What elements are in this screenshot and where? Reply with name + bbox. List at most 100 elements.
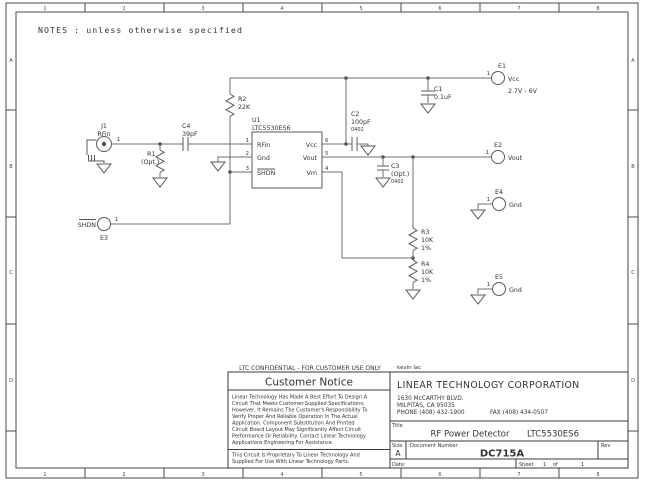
ground-symbol <box>420 103 436 114</box>
ref-designator: J1 <box>100 123 107 130</box>
zone-row-label: D <box>9 378 13 384</box>
size-label: Size <box>392 443 402 449</box>
pin-number: 1 <box>487 197 490 203</box>
ic-u1: U1 LTC5530ES6 RFin Gnd SHDN Vcc Vout Vm … <box>246 117 329 189</box>
net-label: RFin <box>97 131 110 138</box>
pin-number: 1 <box>115 217 118 223</box>
notice-line: This Circuit Is Proprietary To Linear Te… <box>231 453 360 459</box>
pin-label-vout: Vout <box>303 155 318 162</box>
customer-notice-heading: Customer Notice <box>265 377 353 389</box>
zone-col-label: 2 <box>122 472 125 478</box>
zone-col-label: 7 <box>517 6 520 12</box>
title-label: Title <box>391 423 403 429</box>
ground-symbol <box>470 209 486 220</box>
component-value: (Opt.) <box>141 159 159 166</box>
turret-e3: SHDN 1 E3 <box>78 217 118 242</box>
doc-number: DC715A <box>480 449 525 460</box>
zone-col-label: 8 <box>596 472 599 478</box>
rev-label: Rev <box>601 443 610 449</box>
capacitor-c4: C4 39pF <box>182 123 198 151</box>
zone-row-label: A <box>631 58 635 64</box>
company-address2: MILPITAS, CA 95035 <box>397 403 455 409</box>
ref-designator: R3 <box>421 229 429 236</box>
pin-number: 1 <box>117 137 120 143</box>
zone-col-label: 7 <box>517 472 520 478</box>
date-label: Date: <box>392 462 406 468</box>
resistor-r3: R3 10K 1% <box>408 227 434 252</box>
resistor-symbol <box>408 259 418 283</box>
zone-row-label: D <box>631 378 635 384</box>
ref-designator: R4 <box>421 261 429 268</box>
zone-col-label: 4 <box>280 6 283 12</box>
pin-number: 1 <box>246 138 249 144</box>
net-label: Gnd <box>509 287 522 294</box>
ref-designator: C4 <box>182 123 190 130</box>
zone-col-label: 3 <box>201 6 204 12</box>
wire-e4-gnd <box>477 203 493 209</box>
wire-e5-gnd <box>477 288 493 294</box>
zone-col-label: 3 <box>201 472 204 478</box>
capacitor-symbol <box>182 137 189 151</box>
ground-symbol <box>96 163 112 174</box>
ground-symbol <box>405 289 421 300</box>
company-fax: FAX (408) 434-0507 <box>490 410 548 416</box>
zone-row-label: A <box>9 58 13 64</box>
notes-text: NOTES : unless otherwise specified <box>38 25 243 35</box>
notice-line: Verify Proper And Reliable Operation In … <box>232 414 358 420</box>
company-name: LINEAR TECHNOLOGY CORPORATION <box>397 380 580 391</box>
pin-number: 4 <box>325 166 329 172</box>
ground-symbol <box>152 177 168 188</box>
zone-col-label: 2 <box>122 6 125 12</box>
customer-notice-body: Linear Technology Has Made A Best Effort… <box>231 395 368 466</box>
zone-ticks-left <box>6 109 16 432</box>
component-package: 0402 <box>351 127 364 133</box>
ref-designator: C2 <box>351 111 359 118</box>
component-value: 39pF <box>182 131 198 138</box>
ref-designator: R1 <box>147 151 155 158</box>
connector-shield <box>86 139 105 163</box>
component-value: (Opt.) <box>391 171 409 178</box>
ref-designator: E3 <box>100 235 108 242</box>
capacitor-symbol <box>421 90 435 96</box>
pin-number: 3 <box>246 166 249 172</box>
pin-number: 1 <box>487 71 490 77</box>
component-value: 0.1uF <box>434 94 452 101</box>
company-phone: PHONE (408) 432-1900 <box>397 410 465 416</box>
component-value: 22K <box>238 104 251 111</box>
author-name: kevin lac <box>397 365 421 371</box>
zone-row-label: B <box>631 164 635 170</box>
notice-line: Linear Technology Has Made A Best Effort… <box>232 395 368 401</box>
title-block-dividers <box>228 389 628 468</box>
zone-col-label: 1 <box>43 6 46 12</box>
turret-e4: E4 1 Gnd <box>470 189 522 220</box>
ref-designator: E2 <box>494 142 502 149</box>
component-tolerance: 1% <box>421 277 431 284</box>
doc-number-label: Document Number <box>410 443 459 449</box>
ref-designator: E5 <box>495 274 503 281</box>
confidential-notice: LTC CONFIDENTIAL - FOR CUSTOMER USE ONLY <box>239 365 381 372</box>
component-tolerance: 1% <box>421 245 431 252</box>
notice-line: Applications Engineering For Assistance. <box>232 440 334 446</box>
resistor-symbol <box>408 227 418 251</box>
sheet-total: 1 <box>581 462 584 468</box>
ground-symbol <box>470 294 486 305</box>
sheet-number: 1 <box>543 462 546 468</box>
component-value: 10K <box>421 237 434 244</box>
pin-label-vm: Vm <box>307 170 317 177</box>
zone-col-label: 5 <box>359 6 362 12</box>
ref-designator: E1 <box>498 63 506 70</box>
size-value: A <box>395 449 401 458</box>
sheet-title-part: LTC5530ES6 <box>527 430 579 440</box>
capacitor-c2: C2 100pF 0402 <box>351 111 376 156</box>
notice-line: Application. Component Substitution And … <box>232 421 355 427</box>
rf-connector-center <box>101 141 107 147</box>
turret-icon <box>491 150 505 164</box>
connector-j1: J1 RFin 1 <box>86 123 120 174</box>
notice-line: However, It Remains The Customer's Respo… <box>232 408 367 414</box>
zone-row-label: C <box>9 270 13 276</box>
ref-designator: R2 <box>238 96 246 103</box>
notice-line: Performance Or Reliability. Contact Line… <box>232 434 366 440</box>
ref-designator: C1 <box>434 86 442 93</box>
turret-icon <box>97 217 111 231</box>
capacitor-symbol <box>377 165 389 171</box>
